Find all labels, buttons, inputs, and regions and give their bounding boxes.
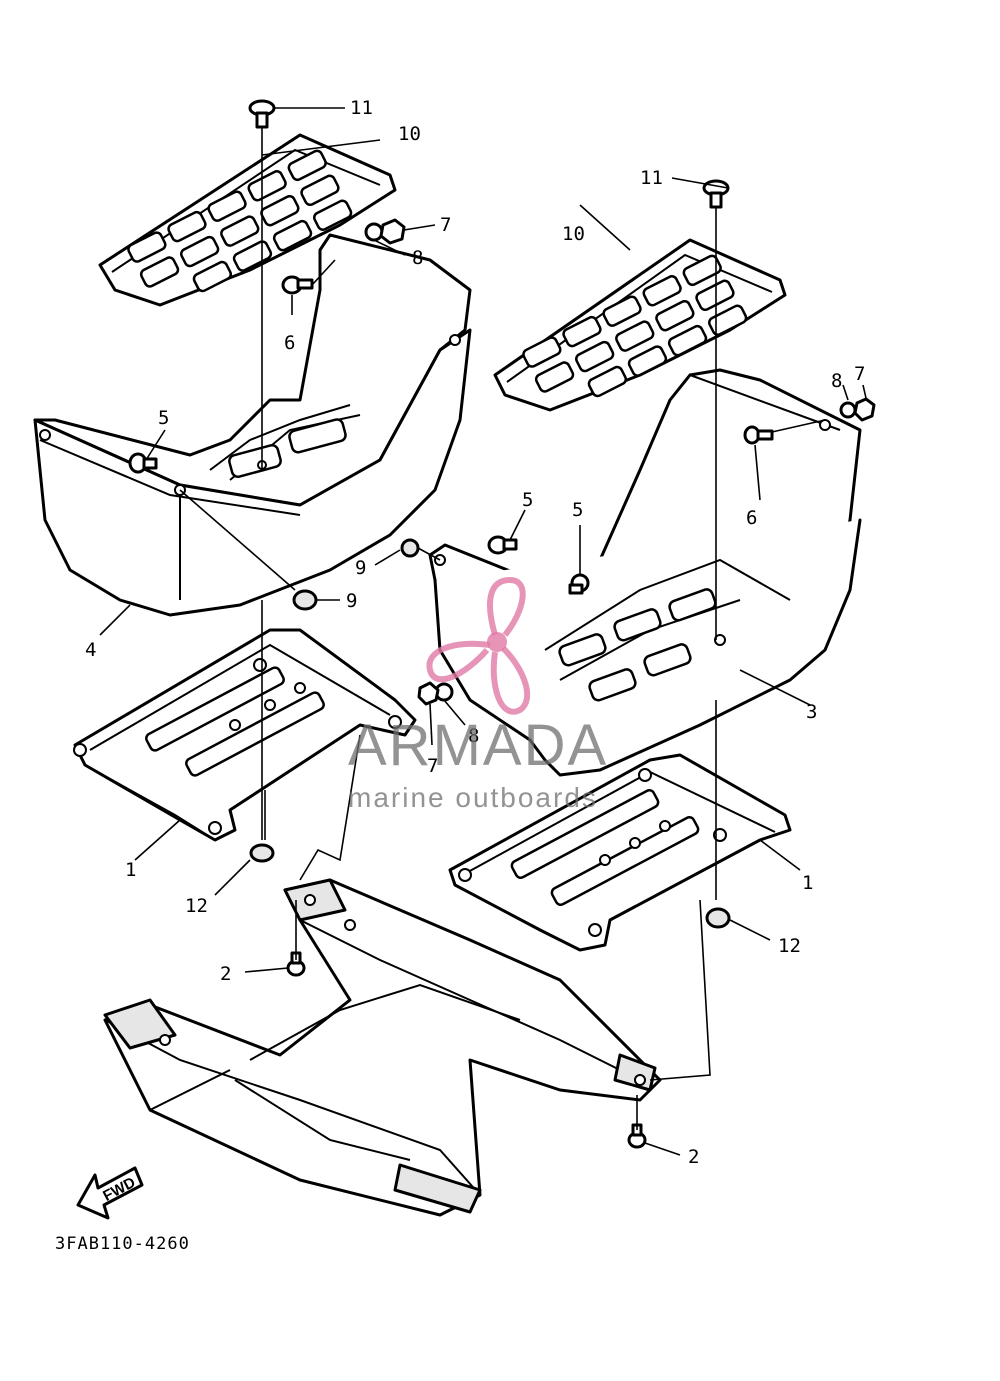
grommet-12-left [249, 843, 275, 863]
callout-7-center: 7 [427, 755, 438, 777]
callout-5-center: 5 [522, 489, 533, 511]
callout-12-left: 12 [185, 895, 208, 917]
callout-11-right: 11 [640, 167, 663, 189]
callout-3: 3 [806, 701, 817, 723]
callout-6-left: 6 [284, 332, 295, 354]
leader-lines [99, 107, 867, 1156]
callout-2-right: 2 [688, 1146, 699, 1168]
watermark: ARMADA marine outboards [348, 576, 608, 813]
callout-7-left: 7 [440, 214, 451, 236]
callout-9-center: 9 [355, 557, 366, 579]
left-step-plate [73, 628, 417, 842]
hardware [128, 99, 876, 1149]
callout-8-right: 8 [831, 370, 842, 392]
callout-10-left: 10 [398, 123, 421, 145]
callout-8-left: 8 [412, 247, 423, 269]
grommet-9-center [400, 538, 420, 558]
callout-5-right: 5 [572, 499, 583, 521]
bolt-6-left [281, 275, 314, 295]
washer-8-right [839, 401, 857, 419]
bolt-11-left [248, 99, 276, 129]
nut-7-left [379, 218, 406, 245]
callout-12-right: 12 [778, 935, 801, 957]
callout-11-left: 11 [350, 97, 373, 119]
bolt-5-center [487, 535, 518, 555]
callout-9-left: 9 [346, 590, 357, 612]
watermark-tagline: marine outboards [348, 782, 598, 813]
grommet-9-left [292, 589, 318, 611]
callouts: 11 10 7 8 6 5 9 4 1 12 2 11 10 8 7 6 5 5… [85, 97, 865, 1168]
watermark-brand: ARMADA [348, 713, 608, 778]
bolt-5-left [128, 452, 158, 474]
callout-5-left: 5 [158, 407, 169, 429]
drawing-code: 3FAB110-4260 [55, 1234, 190, 1254]
left-footrest-guard [33, 233, 472, 617]
nut-7-right [853, 397, 876, 422]
callout-7-right: 7 [854, 363, 865, 385]
grommet-12-right [705, 907, 731, 929]
callout-6-right: 6 [746, 507, 757, 529]
callout-4: 4 [85, 639, 96, 661]
washer-8-left [364, 222, 384, 242]
fwd-arrow-icon: FWD [76, 1166, 144, 1220]
bolt-5-right [568, 573, 590, 595]
right-footrest-guard [428, 368, 862, 777]
callout-1-left: 1 [125, 859, 136, 881]
callout-10-right: 10 [562, 223, 585, 245]
right-footrest-mat [493, 238, 787, 412]
propeller-logo-icon [426, 576, 531, 715]
callout-2-left: 2 [220, 963, 231, 985]
frame [103, 878, 662, 1217]
right-step-plate [448, 753, 792, 952]
nut-7-center [417, 681, 440, 706]
callout-1-right: 1 [802, 872, 813, 894]
callout-8-center: 8 [468, 725, 479, 747]
bolt-6-right [743, 425, 774, 445]
left-footrest-mat [98, 133, 397, 307]
